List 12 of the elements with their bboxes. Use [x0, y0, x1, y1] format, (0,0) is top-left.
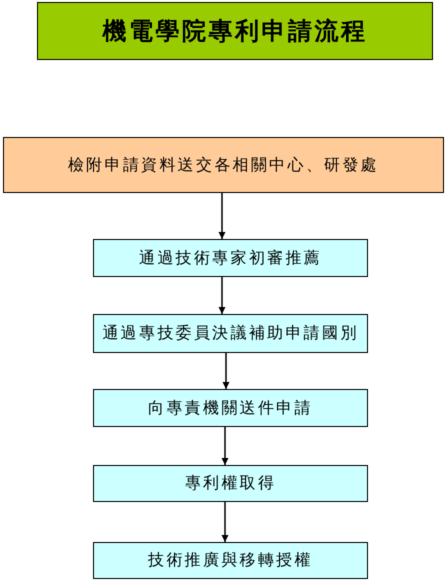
- title: 機電學院專利申請流程: [37, 2, 433, 60]
- process-box: 檢附申請資料送交各相關中心、研發處: [3, 137, 444, 193]
- process-box: 技術推廣與移轉授權: [93, 542, 368, 579]
- arrow: [218, 277, 226, 314]
- process-box: 向專責機關送件申請: [93, 389, 368, 427]
- arrow: [222, 353, 230, 389]
- process-box: 通過專技委員決議補助申請國別: [93, 314, 368, 353]
- arrow: [218, 193, 226, 239]
- process-box: 專利權取得: [93, 465, 368, 502]
- process-box: 通過技術專家初審推薦: [93, 239, 368, 277]
- arrow: [222, 427, 228, 465]
- arrow: [222, 502, 228, 542]
